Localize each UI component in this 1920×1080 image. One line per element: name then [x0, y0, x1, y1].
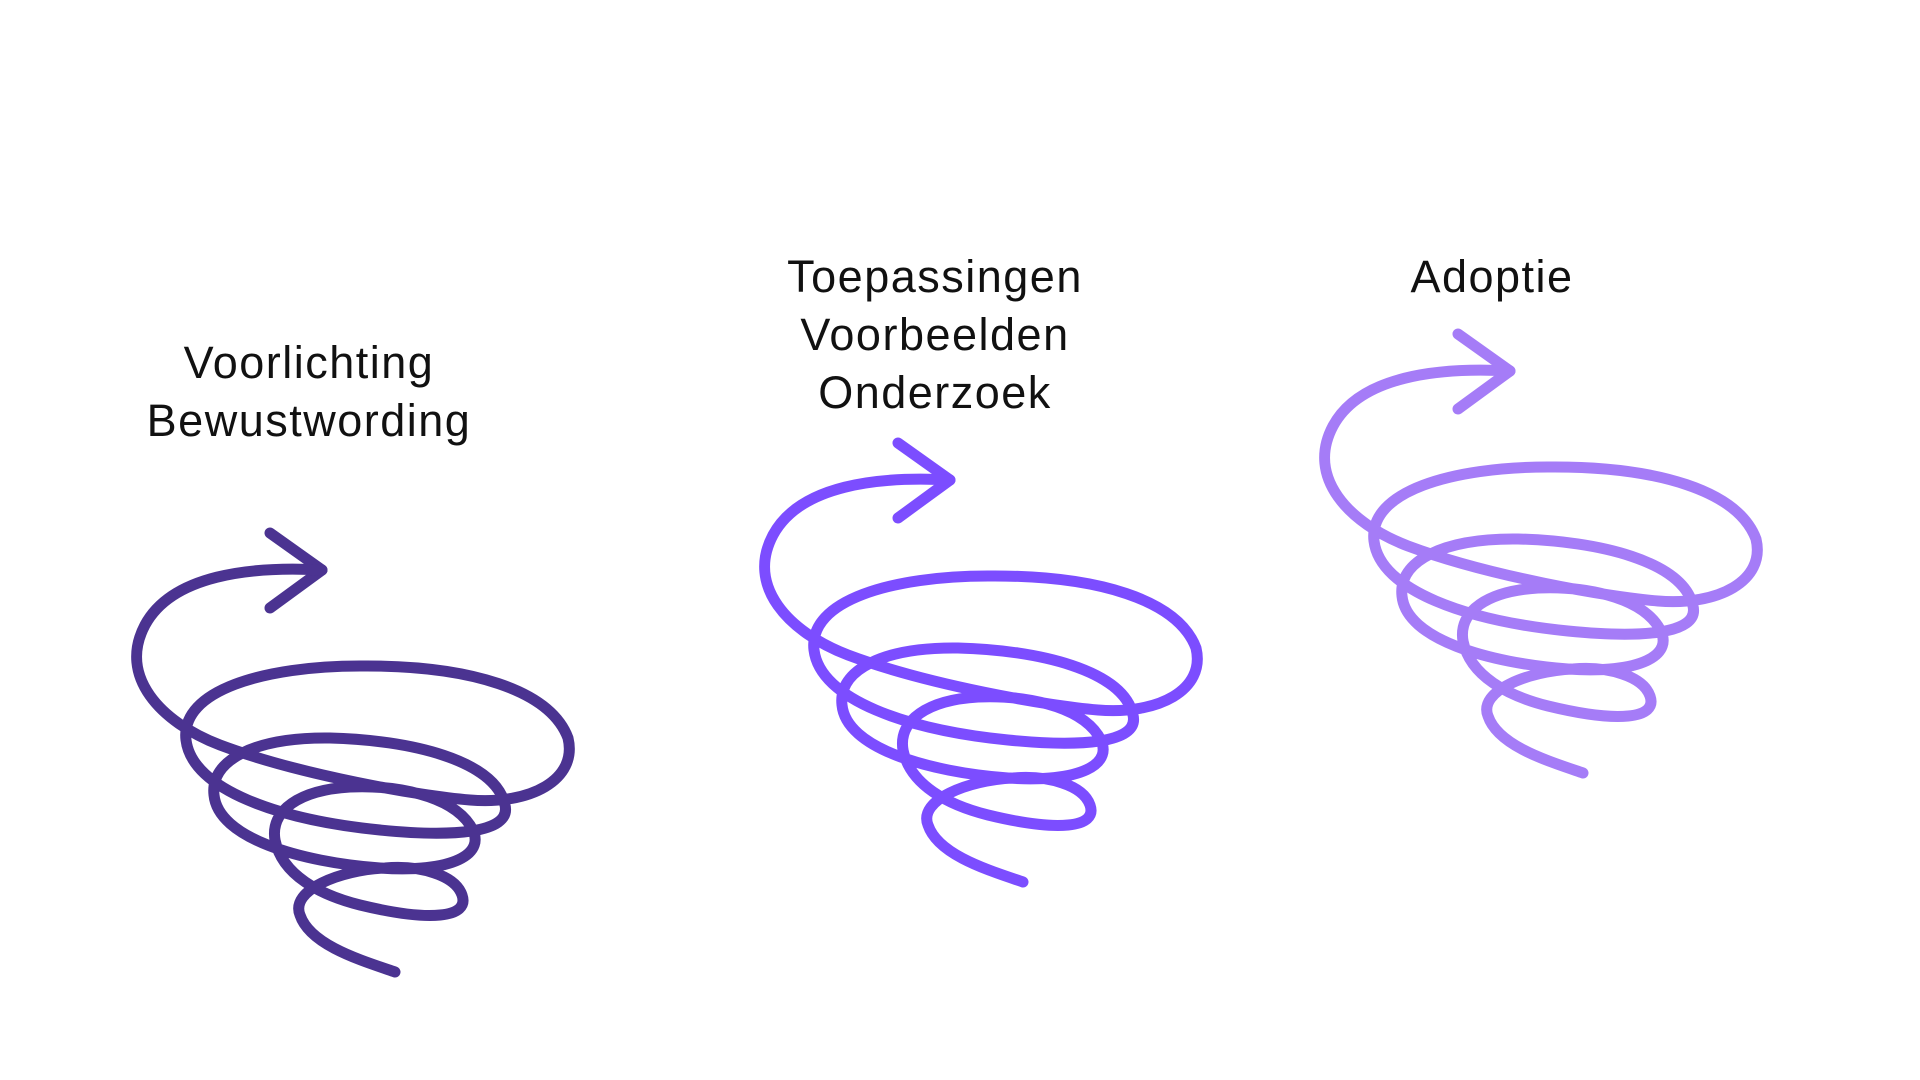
stage-2-line-1: Toepassingen	[787, 251, 1083, 302]
spiral-1-coil	[131, 563, 575, 978]
spiral-1	[131, 527, 575, 978]
stage-2-line-2: Voorbeelden	[800, 309, 1070, 360]
spiral-3-coil	[1319, 364, 1763, 779]
stage-1-label: Voorlichting Bewustwording	[147, 334, 472, 450]
stage-3-label: Adoptie	[1410, 248, 1573, 306]
stage-2-line-3: Onderzoek	[818, 367, 1052, 418]
spiral-3	[1319, 328, 1763, 779]
stage-1-line-1: Voorlichting	[183, 337, 435, 388]
spiral-2-coil	[759, 473, 1203, 888]
stage-3-line-1: Adoptie	[1410, 251, 1574, 302]
stage-2-label: Toepassingen Voorbeelden Onderzoek	[787, 248, 1083, 422]
stage-1-line-2: Bewustwording	[146, 395, 472, 446]
spiral-2	[759, 437, 1203, 888]
